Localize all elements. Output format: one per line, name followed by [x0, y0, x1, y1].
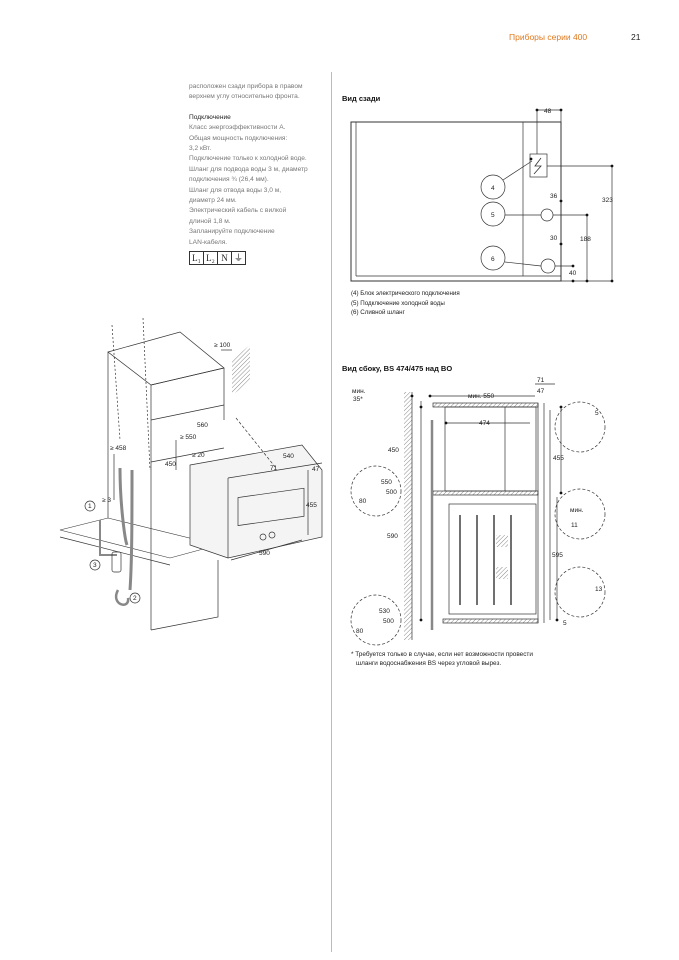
footnote-line: шланги водоснабжения BS через угловой вы… [356, 660, 502, 667]
marker-5: 5 [491, 212, 495, 219]
side-view-drawing: мин. 35* мин. 550 71 47 474 450 455 550 … [350, 377, 606, 646]
side-view-footnote: * Требуется только в случае, если нет во… [351, 650, 533, 668]
connection-heading: Подключение [189, 113, 231, 121]
marker-6: 6 [491, 256, 495, 263]
dim-71: 71 [537, 377, 545, 384]
side-view-title: Вид сбоку, BS 474/475 над BO [342, 364, 453, 373]
dim-30: 30 [550, 235, 558, 242]
connection-text: расположен сзади прибора в правом верхне… [189, 82, 329, 266]
legend-item: (5) Подключение холодной воды [351, 299, 445, 307]
marker-1: 1 [88, 503, 92, 510]
dim-min-label: мин. [352, 388, 366, 395]
spec-line: Шланг для отвода воды 3,0 м, [189, 186, 282, 194]
page-number: 21 [631, 32, 641, 42]
dim-5b: 5 [563, 620, 567, 627]
dim-188: 188 [580, 236, 591, 243]
intro-text: расположен сзади прибора в правом верхне… [189, 83, 303, 101]
dim-ge458: ≥ 458 [110, 445, 127, 452]
dim-323: 323 [602, 197, 613, 204]
spec-line: LAN-кабеля. [189, 238, 228, 246]
dim-13: 13 [595, 586, 603, 593]
dim-530: 530 [379, 608, 390, 615]
dim-48: 48 [544, 108, 552, 115]
water-inlet-icon [540, 208, 554, 222]
dim-min550: мин. 550 [468, 393, 495, 400]
dim-35: 35* [353, 396, 363, 403]
series-title: Приборы серии 400 [509, 32, 588, 42]
dim-590: 590 [387, 533, 398, 540]
dim-ge550: ≥ 550 [180, 434, 197, 441]
dim-11: 11 [571, 522, 578, 529]
spec-line: Электрический кабель с вилкой [189, 207, 287, 215]
marker-4: 4 [491, 185, 495, 192]
dim-71: 71 [270, 465, 278, 472]
dim-ge3: ≥ 3 [102, 497, 111, 504]
column-divider [331, 72, 332, 952]
dim-455: 455 [306, 502, 317, 509]
spec-line: Класс энергоэффективности А. [189, 124, 286, 132]
water-filter-icon [111, 551, 122, 573]
marker-circle [480, 245, 506, 271]
dim-47: 47 [537, 388, 545, 395]
spec-line: подключения ¾ (26,4 мм). [189, 176, 269, 184]
dim-36: 36 [550, 193, 558, 200]
dim-450: 450 [388, 447, 399, 454]
dim-560: 560 [197, 422, 208, 429]
rear-view-legend: (4) Блок электрического подключения (5) … [351, 289, 460, 318]
spec-line: Шланг для подвода воды 3 м, диаметр [189, 165, 308, 173]
dim-455: 455 [553, 455, 564, 462]
dim-ge100: ≥ 100 [214, 342, 231, 349]
legend-item: (4) Блок электрического подключения [351, 290, 460, 297]
marker-circle [480, 174, 506, 200]
marker-3: 3 [93, 562, 97, 569]
dim-540: 540 [283, 453, 294, 460]
rear-view-drawing: 48 323 36 188 30 40 4 5 6 [350, 108, 614, 283]
drain-icon [540, 258, 556, 274]
installation-iso-drawing: ≥ 100 560 ≥ 550 ≥ 20 ≥ 458 450 540 47 71… [59, 317, 323, 631]
marker-2: 2 [133, 595, 137, 602]
rear-view-title: Вид сзади [342, 94, 381, 103]
footnote-line: * Требуется только в случае, если нет во… [351, 651, 533, 658]
siphon-icon [114, 589, 130, 606]
spec-line: 3,2 кВт. [189, 145, 212, 153]
spec-line: длиной 1,8 м. [189, 217, 231, 225]
spec-line: Запланируйте подключение [189, 228, 275, 236]
spec-line: Подключение только к холодной воде. [189, 155, 307, 163]
spec-line: диаметр 24 мм. [189, 197, 237, 205]
dim-5a: 5 [595, 410, 599, 417]
dim-590: 590 [259, 550, 270, 557]
dim-40: 40 [569, 270, 577, 277]
dim-ge20: ≥ 20 [192, 452, 205, 459]
dim-550: 550 [381, 479, 392, 486]
dim-47: 47 [312, 466, 320, 473]
dim-500a: 500 [386, 489, 397, 496]
dim-450: 450 [165, 461, 176, 468]
spec-line: Общая мощность подключения: [189, 134, 288, 142]
legend-item: (6) Сливной шланг [351, 309, 405, 317]
marker-circle [480, 201, 506, 227]
dim-min-label-2: мин. [570, 507, 584, 514]
dim-80b: 80 [356, 628, 364, 635]
dim-595: 595 [552, 552, 563, 559]
dim-80a: 80 [359, 498, 367, 505]
dim-500b: 500 [383, 618, 394, 625]
dim-474: 474 [479, 420, 490, 427]
ground-icon: ⏚ [231, 251, 246, 266]
electrical-box-icon [529, 153, 548, 178]
electrical-symbols: L₁ L₂ N ⏚ [189, 251, 329, 266]
